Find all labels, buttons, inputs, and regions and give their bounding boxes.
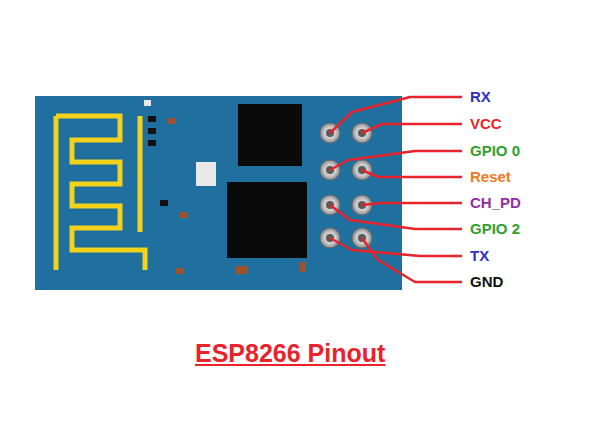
- diagram-title: ESP8266 Pinout: [195, 338, 385, 368]
- pin-name: GPIO 2: [470, 220, 520, 238]
- pin-name: RX: [470, 88, 491, 106]
- pin-name: Reset: [470, 168, 511, 186]
- header-pins: [320, 123, 372, 248]
- pin-name: CH_PD: [470, 194, 521, 212]
- pcb-board: [35, 96, 402, 290]
- flash-chip: [238, 104, 302, 166]
- pin-name: TX: [470, 247, 489, 265]
- leader-lines: [330, 97, 462, 282]
- smd-components: [144, 100, 306, 274]
- esp-chip: [227, 182, 307, 258]
- pin-name: GPIO 0: [470, 142, 520, 160]
- pin-name: GND: [470, 273, 503, 291]
- pcb-antenna: [56, 116, 145, 270]
- pin-name: VCC: [470, 115, 502, 133]
